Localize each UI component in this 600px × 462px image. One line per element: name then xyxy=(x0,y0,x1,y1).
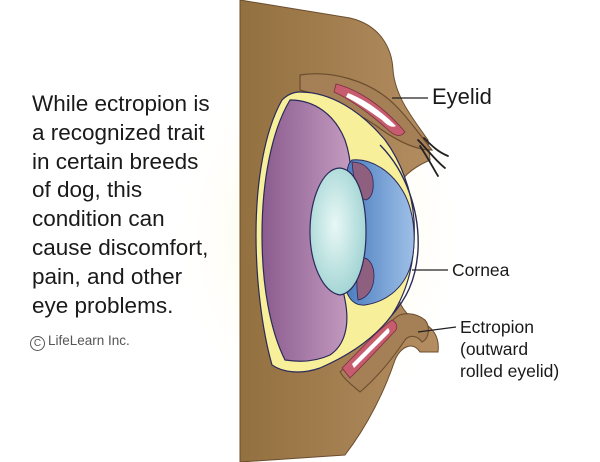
caption-line: cause discomfort, xyxy=(32,234,209,260)
caption-line: in certain breeds xyxy=(32,148,199,174)
ectropion-leader xyxy=(417,326,457,333)
label-ectropion-line: (outward xyxy=(460,339,529,359)
upper-conjunctiva-gap xyxy=(346,93,396,127)
lower-conjunctiva-gap xyxy=(352,328,390,368)
caption-line: a recognized trait xyxy=(32,119,205,145)
label-ectropion-line: rolled eyelid) xyxy=(460,361,560,381)
credit-text: LifeLearn Inc. xyxy=(48,333,130,348)
label-ectropion-line: Ectropion xyxy=(460,317,534,337)
label-cornea-text: Cornea xyxy=(452,260,510,280)
eyelashes xyxy=(417,137,449,177)
caption-line: pain, and other xyxy=(32,263,183,289)
lower-eyelid xyxy=(339,313,429,393)
caption-line: of dog, this xyxy=(32,177,143,203)
label-eyelid-text: Eyelid xyxy=(432,84,492,109)
cornea xyxy=(379,144,419,316)
copyright-icon: C xyxy=(30,336,45,351)
label-eyelid: Eyelid xyxy=(432,84,492,110)
caption-line: eye problems. xyxy=(32,292,174,318)
iris xyxy=(261,99,352,362)
caption-line: While ectropion is xyxy=(32,91,210,116)
label-cornea: Cornea xyxy=(452,259,509,281)
lens xyxy=(309,167,367,296)
caption-text: While ectropion is a recognized trait in… xyxy=(32,90,282,320)
caption-line: condition can xyxy=(32,206,165,232)
label-ectropion: Ectropion (outward rolled eyelid) xyxy=(460,316,559,382)
